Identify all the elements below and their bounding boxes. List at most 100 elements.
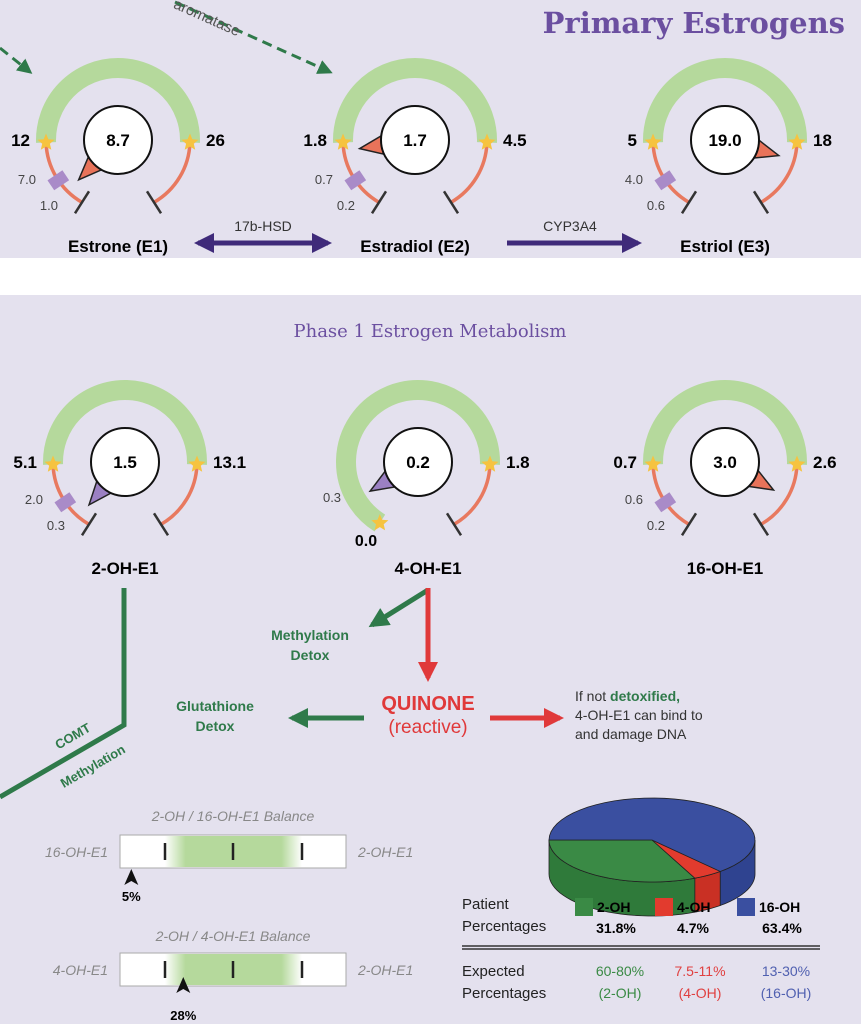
dna-note-line3: and damage DNA bbox=[575, 726, 687, 742]
star-icon bbox=[44, 455, 62, 472]
gauge-high-zone-arc bbox=[760, 142, 799, 204]
gauge-value: 8.7 bbox=[106, 131, 130, 150]
legend-value-4oh: 4.7% bbox=[677, 920, 709, 936]
gauge-name: 2-OH-E1 bbox=[91, 559, 158, 578]
balance-right-label: 2-OH-E1 bbox=[357, 962, 413, 978]
star-icon bbox=[371, 514, 389, 531]
gauge-estrone: 8.7 12 26 7.0 1.0 Estrone (E1) bbox=[11, 58, 225, 256]
star-icon bbox=[788, 455, 806, 472]
expected-4oh-sub: (4-OH) bbox=[679, 985, 722, 1001]
aromatase-arrow-left bbox=[0, 46, 33, 74]
gauge-value: 19.0 bbox=[708, 131, 741, 150]
gauge-value-circle bbox=[380, 105, 450, 175]
gauge-high: 13.1 bbox=[213, 453, 246, 472]
patient-percentages-pie bbox=[548, 797, 756, 917]
gauge-high-zone-arc bbox=[760, 464, 799, 526]
gauge-low: 0.7 bbox=[613, 453, 637, 472]
legend-patient-label-2: Percentages bbox=[462, 918, 546, 935]
gauge-max-tick bbox=[442, 190, 460, 215]
pie-slice-16-OH bbox=[548, 797, 756, 872]
gauge-reference-marker bbox=[344, 170, 367, 191]
expected-2oh-sub: (2-OH) bbox=[599, 985, 642, 1001]
gauge-high-zone-arc bbox=[160, 464, 199, 526]
expected-16oh: 13-30% bbox=[762, 963, 810, 979]
gauge-name: Estriol (E3) bbox=[680, 237, 770, 256]
gauge-value: 0.2 bbox=[406, 453, 430, 472]
cyp-label: CYP3A4 bbox=[543, 218, 597, 234]
balance-title: 2-OH / 4-OH-E1 Balance bbox=[155, 928, 311, 944]
gauge-value: 1.7 bbox=[403, 131, 427, 150]
star-icon bbox=[644, 133, 662, 150]
legend-label-4oh: 4-OH bbox=[677, 899, 710, 915]
gauge-value-circle bbox=[90, 427, 160, 497]
gauge-high: 1.8 bbox=[506, 453, 530, 472]
legend-value-16oh: 63.4% bbox=[762, 920, 802, 936]
gauge-value-circle bbox=[383, 427, 453, 497]
dna-note-line2: 4-OH-E1 can bind to bbox=[575, 707, 703, 723]
balance-left-label: 16-OH-E1 bbox=[45, 844, 108, 860]
gauge-normal-range-arc bbox=[333, 58, 497, 143]
primary-title: Primary Estrogens bbox=[543, 6, 845, 40]
gauge-high-zone-arc bbox=[450, 142, 489, 204]
balance-marker-arrow-icon bbox=[176, 977, 191, 993]
legend-label-16oh: 16-OH bbox=[759, 899, 800, 915]
gauge-normal-range-arc bbox=[43, 380, 207, 465]
gauge-4-oh-e1: 0.2 0.0 1.8 0.3 4-OH-E1 bbox=[323, 380, 530, 578]
gauge-normal-range-arc bbox=[643, 58, 807, 143]
methylation-detox-label-1: Methylation bbox=[271, 627, 349, 643]
star-icon bbox=[334, 133, 352, 150]
gauge-high: 18 bbox=[813, 131, 832, 150]
balance-percent: 28% bbox=[170, 1008, 196, 1023]
gauge-sub-upper: 7.0 bbox=[18, 172, 36, 187]
balance-marker: 5% bbox=[122, 869, 141, 904]
gauge-reference-marker bbox=[654, 170, 677, 191]
gauge-sub-upper: 0.7 bbox=[315, 172, 333, 187]
gauge-sub-lower: 0.6 bbox=[647, 198, 665, 213]
gauge-sub-lower: 0.2 bbox=[647, 518, 665, 533]
gauge-normal-range-arc bbox=[36, 58, 200, 143]
gauge-sub-upper: 0.6 bbox=[625, 492, 643, 507]
gauge-min-tick bbox=[80, 512, 98, 537]
reactive-label: (reactive) bbox=[388, 717, 467, 738]
gauge-min-tick bbox=[680, 512, 698, 537]
gauge-max-tick bbox=[145, 190, 163, 215]
gauge-max-tick bbox=[752, 512, 770, 537]
gauge-value-circle bbox=[690, 427, 760, 497]
gauge-high-zone-arc bbox=[453, 464, 492, 526]
gauge-16-oh-e1: 3.0 0.7 2.6 0.6 0.2 16-OH-E1 bbox=[613, 380, 837, 578]
star-icon bbox=[181, 133, 199, 150]
gauge-name: Estrone (E1) bbox=[68, 237, 168, 256]
gauge-sub-upper: 2.0 bbox=[25, 492, 43, 507]
gauge-reference-marker bbox=[47, 170, 70, 191]
balance-left-label: 4-OH-E1 bbox=[53, 962, 108, 978]
hsd-label: 17b-HSD bbox=[234, 218, 292, 234]
gauge-value: 3.0 bbox=[713, 453, 737, 472]
gauge-value-circle bbox=[83, 105, 153, 175]
gauge-normal-range-arc bbox=[336, 380, 500, 532]
gauge-min-tick bbox=[370, 190, 388, 215]
gauge-name: Estradiol (E2) bbox=[360, 237, 470, 256]
gauge-low: 12 bbox=[11, 131, 30, 150]
star-icon bbox=[788, 133, 806, 150]
gauge-normal-range-arc bbox=[643, 380, 807, 465]
dna-note-line1: If not detoxified, bbox=[575, 688, 680, 704]
legend-label-2oh: 2-OH bbox=[597, 899, 630, 915]
gauge-estriol: 19.0 5 18 4.0 0.6 Estriol (E3) bbox=[625, 58, 832, 256]
star-icon bbox=[188, 455, 206, 472]
expected-2oh: 60-80% bbox=[596, 963, 644, 979]
legend-swatch-4oh bbox=[655, 898, 673, 916]
balance-title: 2-OH / 16-OH-E1 Balance bbox=[151, 808, 315, 824]
balance-marker-arrow-icon bbox=[124, 869, 139, 885]
gauge-value: 1.5 bbox=[113, 453, 137, 472]
balance-marker: 28% bbox=[170, 977, 197, 1023]
gauge-low: 5.1 bbox=[13, 453, 37, 472]
expected-4oh: 7.5-11% bbox=[674, 963, 725, 979]
star-icon bbox=[478, 133, 496, 150]
legend-value-2oh: 31.8% bbox=[596, 920, 636, 936]
quinone-label: QUINONE bbox=[381, 693, 474, 715]
gauge-sub-lower: 1.0 bbox=[40, 198, 58, 213]
legend-expected-label-1: Expected bbox=[462, 963, 525, 980]
star-icon bbox=[37, 133, 55, 150]
legend-swatch-2oh bbox=[575, 898, 593, 916]
gauge-2-oh-e1: 1.5 5.1 13.1 2.0 0.3 2-OH-E1 bbox=[13, 380, 246, 578]
